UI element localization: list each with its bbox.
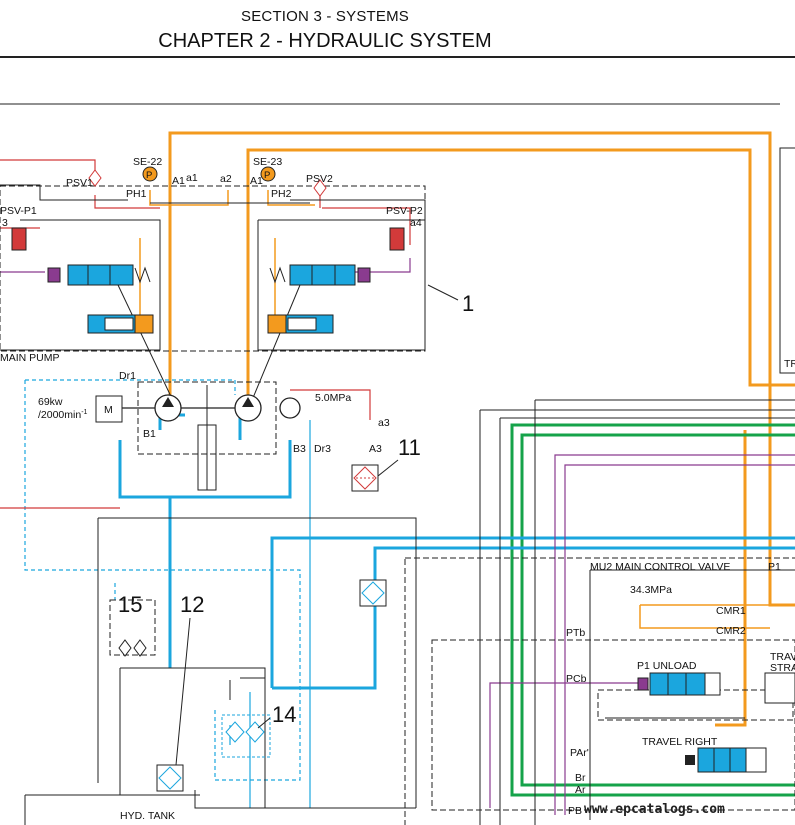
main-line-blue — [118, 413, 795, 690]
header-rule — [0, 56, 795, 58]
label-pb: PB — [568, 805, 582, 817]
travel-straight-valve — [764, 672, 795, 704]
psv-p2-valve — [313, 179, 405, 251]
filter-blue-mid — [359, 579, 387, 607]
label-se22: SE-22 — [133, 156, 162, 168]
label-travel-right: TRAVEL RIGHT — [642, 736, 718, 748]
label-p1-unload: P1 UNLOAD — [637, 660, 697, 672]
sensor-p-left: P — [146, 170, 152, 181]
label-a1-port: a1 — [186, 172, 198, 184]
sensor-p-right: P — [264, 170, 270, 181]
label-main-control-valve: MU2 MAIN CONTROL VALVE — [590, 561, 730, 573]
label-dr1: Dr1 — [119, 370, 136, 382]
label-tr: TR — [784, 358, 795, 370]
callout-1-leader — [427, 284, 459, 301]
callout-11-leader — [377, 459, 399, 477]
label-power: 69kw — [38, 396, 63, 408]
dashed-frames — [0, 185, 795, 825]
regulator-valve-left — [47, 264, 154, 334]
label-stra: STRA — [770, 662, 795, 674]
label-cmr2: CMR2 — [716, 625, 746, 637]
label-b1: B1 — [143, 428, 156, 440]
label-dr3: Dr3 — [314, 443, 331, 455]
pressure-line-red — [0, 159, 411, 509]
callout-14: 14 — [272, 702, 296, 727]
regulator-valve-right — [267, 264, 371, 334]
pilot-line-orange — [168, 131, 795, 727]
p1-unload-valve — [637, 672, 721, 696]
section-title: SECTION 3 - SYSTEMS — [241, 8, 409, 25]
label-a2-port: a2 — [220, 173, 232, 185]
watermark: www.epcatalogs.com — [584, 802, 725, 817]
callout-11: 11 — [398, 435, 421, 460]
label-cmr-pressure: 34.3MPa — [630, 584, 672, 596]
label-pcb: PCb — [566, 673, 587, 685]
psv-p1-valve — [11, 169, 102, 251]
frame-lines — [0, 147, 795, 825]
pressure-sensor-se23 — [260, 166, 276, 182]
travel-line-green — [510, 423, 795, 797]
label-psv2: PSV2 — [306, 173, 333, 185]
label-ptb: PTb — [566, 627, 585, 639]
label-par: PAr' — [570, 747, 589, 759]
filter-14 — [221, 714, 271, 758]
label-hyd-tank: HYD. TANK — [120, 810, 175, 822]
label-b3: B3 — [293, 443, 306, 455]
drain-line-blue — [24, 379, 301, 781]
label-port-3: 3 — [2, 217, 8, 229]
label-speed: /2000min-1 — [38, 409, 88, 421]
callout-15: 15 — [118, 592, 142, 617]
label-ar: Ar — [575, 784, 586, 796]
label-ph2: PH2 — [271, 188, 292, 200]
label-psv1: PSV1 — [66, 177, 93, 189]
travel-right-valve — [685, 747, 767, 773]
label-ph1: PH1 — [126, 188, 147, 200]
label-a4: a4 — [410, 217, 422, 229]
label-cmr1: CMR1 — [716, 605, 746, 617]
label-br: Br — [575, 772, 586, 784]
label-a1-right: A1 — [250, 175, 263, 187]
pressure-sensor-se22 — [142, 166, 158, 182]
main-pump-symbols — [122, 385, 301, 491]
label-a1-left: A1 — [172, 175, 185, 187]
callout-1: 1 — [462, 291, 474, 316]
label-trav: TRAV — [770, 651, 795, 663]
callout-14-leader — [257, 717, 271, 729]
filter-11 — [351, 464, 379, 492]
pilot-line-purple — [0, 258, 795, 815]
label-psv-p2: PSV-P2 — [386, 205, 423, 217]
label-a3-port: a3 — [378, 417, 390, 429]
chapter-title: CHAPTER 2 - HYDRAULIC SYSTEM — [158, 30, 492, 52]
label-relief-pressure: 5.0MPa — [315, 392, 351, 404]
label-main-pump: MAIN PUMP — [0, 352, 60, 364]
filter-12 — [156, 764, 184, 792]
label-p1: P1 — [768, 561, 781, 573]
callout-12-leader — [175, 617, 191, 766]
callout-12: 12 — [180, 592, 204, 617]
label-psv-p1: PSV-P1 — [0, 205, 37, 217]
label-motor: M — [104, 404, 113, 416]
label-A3: A3 — [369, 443, 382, 455]
label-se23: SE-23 — [253, 156, 282, 168]
breather-15 — [118, 639, 147, 657]
